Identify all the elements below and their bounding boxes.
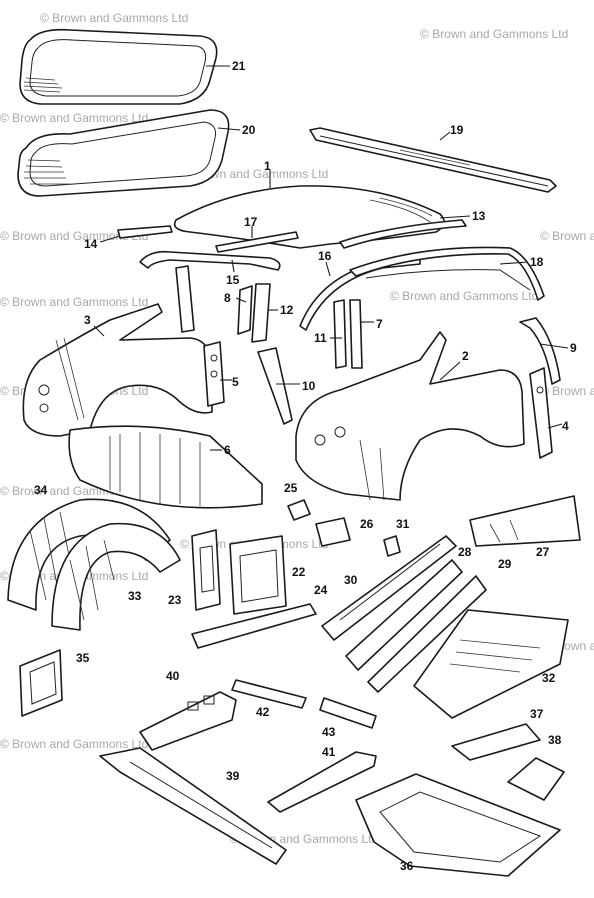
watermark-text: © Brown and Gammons Ltd — [0, 229, 148, 243]
callout-6: 6 — [224, 443, 231, 457]
callout-37: 37 — [530, 707, 544, 721]
callout-25: 25 — [284, 481, 298, 495]
callout-23: 23 — [168, 593, 182, 607]
callout-16: 16 — [318, 249, 332, 263]
callout-40: 40 — [166, 669, 180, 683]
callout-19: 19 — [450, 123, 464, 137]
part-32-floor-pan — [413, 609, 569, 719]
part-41-crossmember — [267, 751, 377, 813]
part-14-rail — [117, 225, 173, 239]
part-21-rear-window-frame — [19, 28, 218, 105]
watermark-text: © Brown and Gammons Ltd — [40, 11, 188, 25]
watermark-text: © Brown and Gammons Ltd — [540, 229, 594, 243]
part-40-crossmember-bracket — [139, 691, 237, 751]
part-17-rail — [215, 231, 299, 253]
callout-4: 4 — [562, 419, 569, 433]
part-13-rail — [339, 219, 467, 249]
callout-9: 9 — [570, 341, 577, 355]
leader-lines — [93, 65, 569, 451]
part-4-inner-panel — [529, 367, 553, 459]
part-36-boot-floor — [355, 773, 561, 877]
part-24-sill — [191, 603, 317, 649]
part-35-bracket — [19, 649, 63, 717]
watermark-text: © Brown and Gammons Ltd — [390, 289, 538, 303]
callout-17: 17 — [244, 215, 258, 229]
callout-36: 36 — [400, 859, 414, 873]
part-31-bracket — [383, 535, 401, 557]
callout-31: 31 — [396, 517, 410, 531]
watermark-text: © Brown and Gammons Ltd — [420, 27, 568, 41]
callout-10: 10 — [302, 379, 316, 393]
callout-29: 29 — [498, 557, 512, 571]
callout-24: 24 — [314, 583, 328, 597]
callout-39: 39 — [226, 769, 240, 783]
part-38-bracket — [507, 757, 565, 801]
callout-3: 3 — [84, 313, 91, 327]
part-3-quarter-panel-left — [22, 303, 213, 437]
callout-38: 38 — [548, 733, 562, 747]
part-19-header-rail — [309, 127, 557, 193]
callout-14: 14 — [84, 237, 98, 251]
callout-8: 8 — [224, 291, 231, 305]
callout-21: 21 — [232, 59, 246, 73]
callout-42: 42 — [256, 705, 270, 719]
part-2-quarter-panel-right — [295, 331, 525, 501]
part-a-post — [175, 265, 195, 333]
callout-20: 20 — [242, 123, 256, 137]
watermark-text: © Brown and Gammons Ltd — [540, 384, 594, 398]
part-9-rail — [519, 317, 561, 385]
part-8-pillar — [237, 285, 253, 335]
part-26-bracket — [315, 517, 351, 547]
callout-5: 5 — [232, 375, 239, 389]
part-37-bracket — [451, 723, 541, 761]
part-42-rail — [231, 679, 307, 709]
part-7-pillar — [349, 299, 363, 369]
part-6-rear-valance — [68, 425, 263, 509]
callout-35: 35 — [76, 651, 90, 665]
callout-27: 27 — [536, 545, 550, 559]
part-39-main-crossmember — [99, 747, 287, 865]
watermark-text: © Brown and Gammons Ltd — [0, 111, 148, 125]
part-18-rear-window-rail — [349, 246, 545, 301]
part-1-roof-panel — [173, 185, 445, 249]
watermark-text: © Brown and Gammons Ltd — [0, 295, 148, 309]
part-15-windscreen-header — [139, 250, 281, 271]
part-27-panel — [469, 495, 581, 547]
callout-1: 1 — [264, 159, 271, 173]
watermark-text: © Brown and Gammons Ltd — [0, 737, 148, 751]
callout-28: 28 — [458, 545, 472, 559]
callout-18: 18 — [530, 255, 544, 269]
callout-12: 12 — [280, 303, 294, 317]
callout-15: 15 — [226, 273, 240, 287]
callout-41: 41 — [322, 745, 336, 759]
part-20-rear-window-surround — [17, 109, 230, 197]
part-10-pillar — [257, 347, 293, 425]
callout-labels: 1 2 3 4 5 6 7 8 9 10 11 12 13 14 15 16 1… — [34, 59, 577, 873]
callout-11: 11 — [314, 331, 327, 345]
part-33-wheel-arch-inner — [51, 522, 181, 631]
callout-2: 2 — [462, 349, 469, 363]
part-22-panel — [229, 535, 287, 615]
part-28-sill-inner — [345, 559, 463, 671]
callout-43: 43 — [322, 725, 336, 739]
callout-22: 22 — [292, 565, 306, 579]
callout-26: 26 — [360, 517, 374, 531]
callout-34: 34 — [34, 483, 48, 497]
callout-30: 30 — [344, 573, 358, 587]
part-11-pillar — [333, 299, 347, 369]
part-30-sill-panel — [321, 535, 457, 641]
part-29-sill-outer — [367, 575, 487, 693]
part-5-inner-panel — [203, 341, 225, 407]
part-25-clip — [287, 499, 311, 521]
callout-13: 13 — [472, 209, 486, 223]
part-43-rail — [319, 697, 377, 729]
callout-33: 33 — [128, 589, 142, 603]
part-12-pillar — [251, 283, 271, 343]
callout-7: 7 — [376, 317, 383, 331]
part-23-bracket — [191, 529, 221, 611]
callout-32: 32 — [542, 671, 556, 685]
